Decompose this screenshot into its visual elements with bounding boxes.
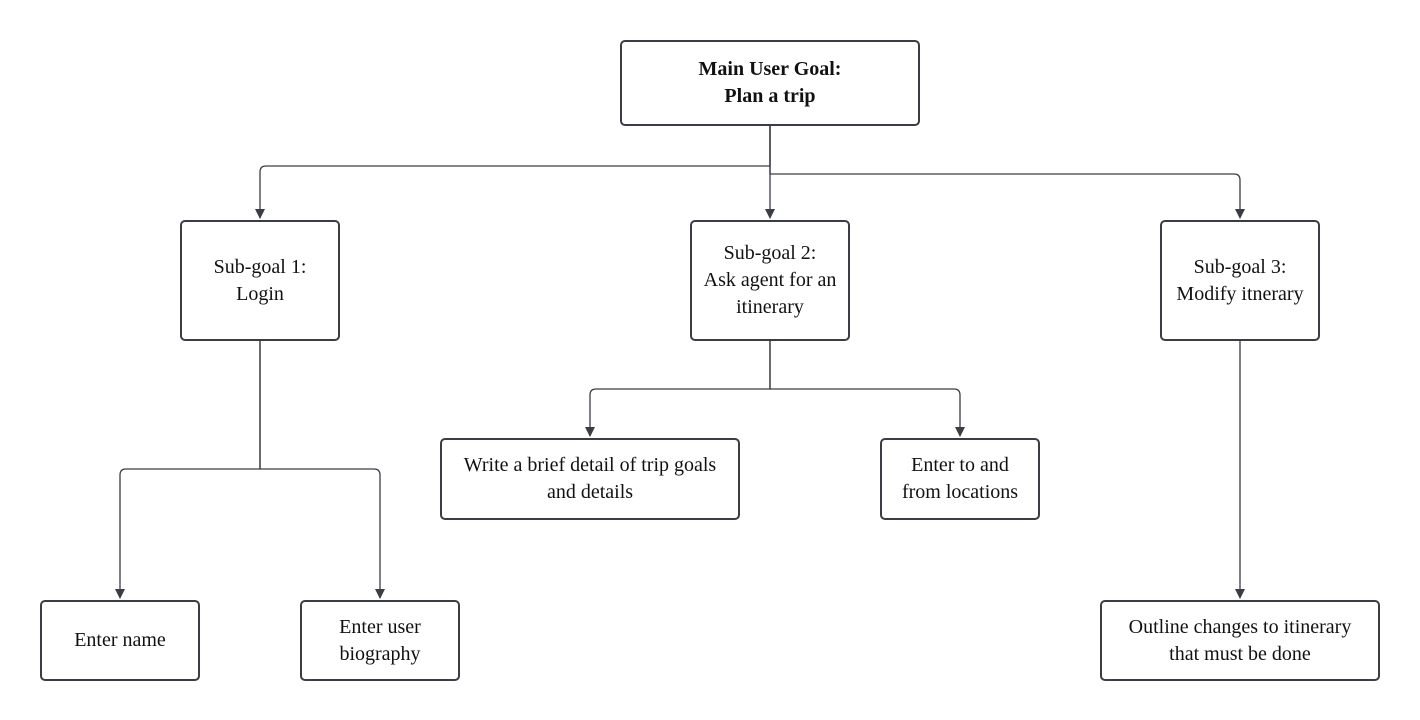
main-goal-title: Main User Goal: [698, 58, 842, 80]
task-enter-biography-line1: Enter user [339, 615, 421, 638]
task-locations-line1: Enter to and [911, 454, 1009, 476]
connector-sub2-to-brief [585, 341, 771, 437]
task-enter-biography-line2: biography [339, 642, 421, 665]
connector-main-to-sub3 [769, 126, 1245, 219]
task-enter-name-box: Enter name [40, 600, 200, 681]
subgoal-2-box: Sub-goal 2: Ask agent for an itinerary [690, 220, 850, 341]
subgoal-3-title: Sub-goal 3: [1193, 255, 1287, 278]
subgoal-1-label: Login [236, 282, 284, 305]
subgoal-2-title: Sub-goal 2: [723, 242, 817, 264]
task-enter-name-label: Enter name [74, 629, 166, 651]
subgoal-2-label-line1: Ask agent for an [703, 269, 837, 291]
main-goal-value: Plan a trip [724, 85, 816, 107]
connector-sub1-to-name [115, 341, 261, 599]
subgoal-1-title: Sub-goal 1: [213, 255, 307, 278]
task-enter-biography-box: Enter user biography [300, 600, 460, 681]
task-outline-changes-line2: that must be done [1169, 642, 1311, 665]
task-trip-brief-line2: and details [546, 481, 634, 503]
task-trip-brief-line1: Write a brief detail of trip goals [463, 454, 717, 476]
main-goal-box: Main User Goal: Plan a trip [620, 40, 920, 126]
task-locations-box: Enter to and from locations [880, 438, 1040, 520]
task-outline-changes-box: Outline changes to itinerary that must b… [1100, 600, 1380, 681]
task-locations-line2: from locations [901, 481, 1019, 503]
connector-sub1-to-bio [259, 341, 385, 599]
subgoal-3-label: Modify itnerary [1176, 282, 1304, 305]
subgoal-1-box: Sub-goal 1: Login [180, 220, 340, 341]
task-trip-brief-box: Write a brief detail of trip goals and d… [440, 438, 740, 520]
connector-sub2-to-locations [769, 341, 965, 437]
task-outline-changes-line1: Outline changes to itinerary [1128, 615, 1352, 638]
connector-main-to-sub1 [255, 126, 771, 219]
subgoal-2-label-line2: itinerary [736, 296, 804, 318]
subgoal-3-box: Sub-goal 3: Modify itnerary [1160, 220, 1320, 341]
